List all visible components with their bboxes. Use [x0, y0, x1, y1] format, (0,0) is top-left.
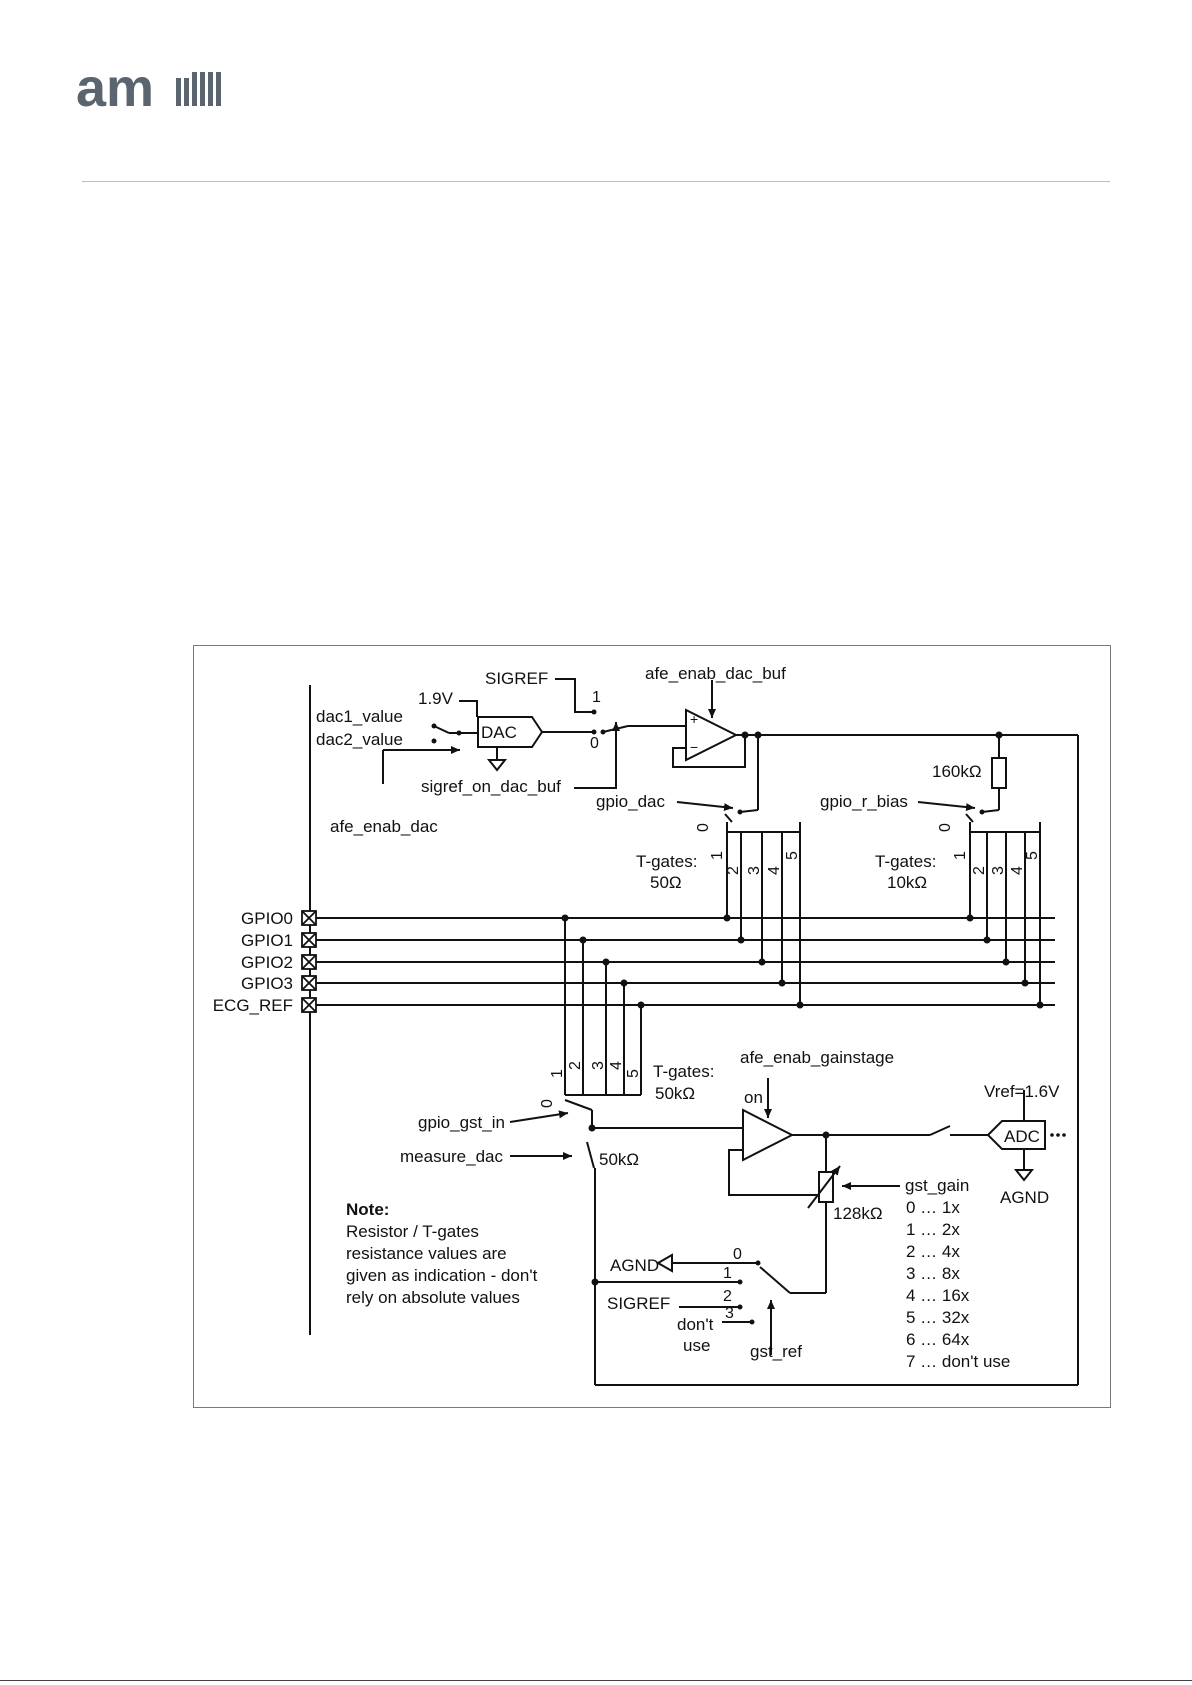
gpio-r-bias-label: gpio_r_bias	[820, 792, 908, 811]
tgate-c-num: 4	[608, 1061, 625, 1070]
footer-divider	[0, 1680, 1192, 1681]
tgates-a-value: 50Ω	[650, 873, 682, 892]
sw-dac-0-label: 0	[695, 823, 712, 832]
tgate-a-num: 1	[709, 851, 726, 860]
sigref-on-dac-buf-label: sigref_on_dac_buf	[421, 777, 561, 796]
afe-enab-gainstage-label: afe_enab_gainstage	[740, 1048, 894, 1067]
tgate-a-num: 2	[725, 866, 742, 875]
r128k-label: 128kΩ	[833, 1204, 883, 1223]
note-line: resistance values are	[346, 1244, 507, 1263]
gain-row: 6 … 64x	[906, 1330, 970, 1349]
sw-gst-0-label: 0	[539, 1099, 556, 1108]
gpio1-label: GPIO1	[241, 931, 293, 950]
note-title: Note:	[346, 1200, 389, 1219]
v19-label: 1.9V	[418, 689, 454, 708]
tgates-a-label: T-gates:	[636, 852, 697, 871]
gain-row: 2 … 4x	[906, 1242, 960, 1261]
dac-symbol	[477, 716, 544, 748]
tgate-a-num: 3	[746, 866, 763, 875]
tgate-b-num: 5	[1024, 851, 1041, 860]
gpio2-label: GPIO2	[241, 953, 293, 972]
gst-gain-label: gst_gain	[905, 1176, 969, 1195]
gain-row: 7 … don't use	[906, 1352, 1010, 1371]
sw-top-1-label: 1	[592, 689, 601, 706]
tgates-c-label: T-gates:	[653, 1062, 714, 1081]
resistor-160k	[991, 757, 1007, 789]
on-label: on	[744, 1088, 763, 1107]
tgates-c-value: 50kΩ	[655, 1084, 695, 1103]
sw-bias-0-label: 0	[937, 823, 954, 832]
gpio3-label: GPIO3	[241, 974, 293, 993]
use-label: use	[683, 1336, 710, 1355]
afe-enab-dac-buf-label: afe_enab_dac_buf	[645, 664, 786, 683]
gpio-dac-label: gpio_dac	[596, 792, 666, 811]
tgate-c-num: 3	[590, 1061, 607, 1070]
vref-label: Vref=1.6V	[984, 1082, 1060, 1101]
sigref-top-label: SIGREF	[485, 669, 548, 688]
gpio0-label: GPIO0	[241, 909, 293, 928]
tgate-b-num: 4	[1009, 866, 1026, 875]
plus-sign: +	[690, 711, 698, 727]
ams-logo-icon: am	[76, 64, 221, 114]
adc-ground-icon	[1013, 1169, 1035, 1182]
sel3-label: 3	[725, 1305, 734, 1322]
tgate-c-num: 1	[549, 1069, 566, 1078]
adc-symbol	[986, 1120, 1046, 1150]
note-line: rely on absolute values	[346, 1288, 520, 1307]
tgate-b-num: 1	[952, 851, 969, 860]
gain-row: 0 … 1x	[906, 1198, 960, 1217]
tgate-c-num: 5	[625, 1069, 642, 1078]
tgate-b-num: 3	[990, 866, 1007, 875]
tgate-c-num: 2	[567, 1061, 584, 1070]
dac2-value-label: dac2_value	[316, 730, 403, 749]
gain-row: 4 … 16x	[906, 1286, 970, 1305]
minus-sign: −	[690, 739, 698, 755]
sigref-bottom-label: SIGREF	[607, 1294, 670, 1313]
header-divider	[82, 181, 1110, 182]
agnd-right-label: AGND	[1000, 1188, 1049, 1207]
gst-ref-label: gst_ref	[750, 1342, 802, 1361]
sw-top-0-label: 0	[590, 735, 599, 752]
dont-label: don't	[677, 1315, 714, 1334]
dac-ground-icon	[486, 759, 508, 772]
r160k-label: 160kΩ	[932, 762, 982, 781]
tgates-b-label: T-gates:	[875, 852, 936, 871]
afe-enab-dac-label: afe_enab_dac	[330, 817, 438, 836]
adc-label: ADC	[1004, 1127, 1040, 1146]
gain-row: 5 … 32x	[906, 1308, 970, 1327]
tgate-a-num: 5	[784, 851, 801, 860]
tgates-b-value: 10kΩ	[887, 873, 927, 892]
r50k-label: 50kΩ	[599, 1150, 639, 1169]
tgate-b-num: 2	[971, 866, 988, 875]
logo-text: am	[76, 64, 154, 114]
dac-buffer-opamp	[685, 708, 739, 762]
dac-label: DAC	[481, 723, 517, 742]
ecg-ref-label: ECG_REF	[213, 996, 293, 1015]
gain-row: 1 … 2x	[906, 1220, 960, 1239]
measure-dac-label: measure_dac	[400, 1147, 504, 1166]
sel2-label: 2	[723, 1288, 732, 1305]
sel0-label: 0	[733, 1246, 742, 1263]
sel1-label: 1	[723, 1265, 732, 1282]
gpio-gst-in-label: gpio_gst_in	[418, 1113, 505, 1132]
agnd-left-label: AGND	[610, 1256, 659, 1275]
note-line: Resistor / T-gates	[346, 1222, 479, 1241]
gain-row: 3 … 8x	[906, 1264, 960, 1283]
agnd-ground-icon	[655, 1253, 673, 1273]
diagram-frame	[193, 645, 1111, 1408]
gain-stage-opamp	[742, 1108, 795, 1162]
dac1-value-label: dac1_value	[316, 707, 403, 726]
note-line: given as indication - don't	[346, 1266, 538, 1285]
tgate-a-num: 4	[766, 866, 783, 875]
